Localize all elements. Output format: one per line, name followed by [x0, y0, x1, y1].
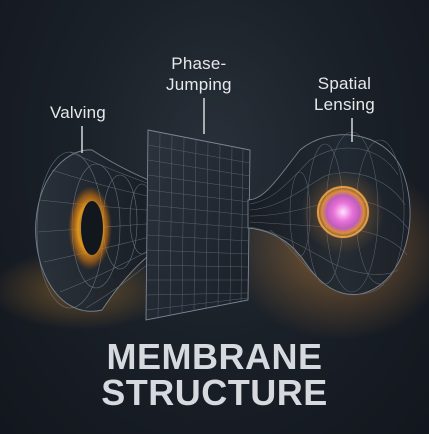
spatial-lensing-label-line1: Spatial — [317, 74, 372, 93]
lens-rim — [317, 186, 369, 238]
spatial-lensing-bulb — [247, 131, 411, 295]
phase-jumping-label-line1: Phase- — [171, 54, 227, 73]
spatial-lensing-label-line2: Lensing — [314, 95, 375, 114]
valving-label-text: Valving — [50, 103, 106, 122]
title-line-2: STRUCTURE — [101, 372, 328, 413]
valve-aperture-opening — [81, 201, 103, 255]
valving-funnel — [35, 149, 179, 312]
phase-jumping-label: Phase- Jumping — [166, 53, 232, 95]
lens-core-glow — [316, 185, 370, 239]
phase-jumping-label-line2: Jumping — [166, 75, 232, 94]
valving-label: Valving — [50, 102, 106, 123]
phase-jumping-panel — [145, 129, 251, 321]
title-line-1: MEMBRANE — [106, 336, 323, 377]
spatial-lensing-label: Spatial Lensing — [314, 73, 375, 115]
